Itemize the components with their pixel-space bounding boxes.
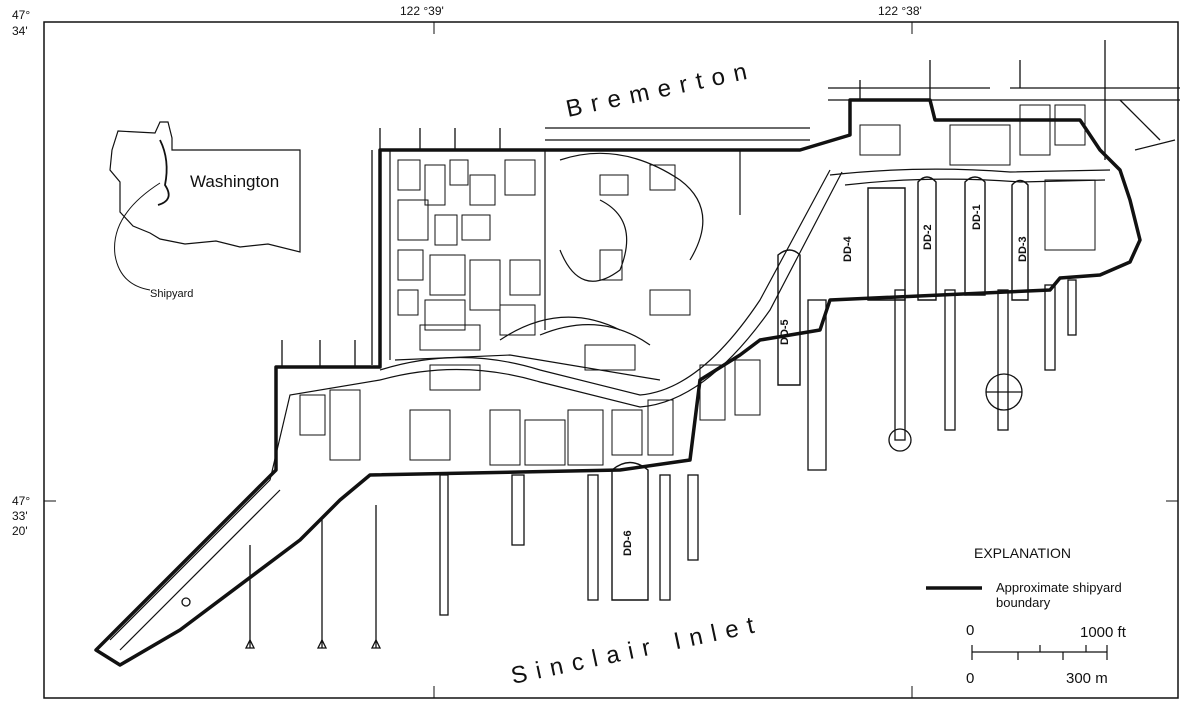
lon-left-label: 122 °39': [400, 4, 444, 18]
lat-top-deg: 47°: [12, 8, 30, 22]
yard-roads: [109, 150, 1111, 651]
place-bremerton: Bremerton: [564, 56, 758, 123]
legend: EXPLANATION Approximate shipyard boundar…: [926, 545, 1122, 610]
inset-state-label: Washington: [190, 172, 279, 191]
legend-item-line2: boundary: [996, 595, 1051, 610]
drydock-label-dd1: DD-1: [971, 204, 983, 230]
inset-shipyard-label: Shipyard: [150, 288, 193, 300]
drydock-label-dd6: DD-6: [622, 530, 634, 556]
piers: [181, 279, 1077, 649]
scale-bar: 0 1000 ft 0 300 m: [966, 622, 1127, 687]
scale-m-value: 300 m: [1066, 670, 1108, 687]
lon-right-label: 122 °38': [878, 4, 922, 18]
legend-title: EXPLANATION: [974, 545, 1071, 561]
place-sinclair-inlet: Sinclair Inlet: [509, 610, 766, 690]
drydock-label-dd3: DD-3: [1017, 236, 1029, 262]
lat-mid-deg: 47°: [12, 494, 30, 508]
drydock-label-dd5: DD-5: [779, 319, 791, 345]
washington-inset: Washington Shipyard: [109, 121, 301, 300]
lat-mid-sec: 20': [12, 524, 28, 538]
scale-ft-value: 1000 ft: [1080, 624, 1127, 641]
drydocks-graphics: [611, 176, 1029, 601]
drydock-label-dd2: DD-2: [922, 224, 934, 250]
scale-m-zero: 0: [966, 670, 974, 687]
map-frame: [43, 21, 1179, 699]
washington-outline: [109, 121, 301, 253]
lat-top-min: 34': [12, 24, 28, 38]
buildings: [299, 104, 1096, 466]
legend-item-line1: Approximate shipyard: [996, 580, 1122, 595]
scale-ft-zero: 0: [966, 622, 974, 639]
city-streets: [281, 40, 1180, 366]
drydock-label-dd4: DD-4: [842, 235, 854, 262]
inset-leader-line: [114, 182, 161, 291]
lat-mid-min: 33': [12, 509, 28, 523]
puget-sound: [157, 139, 170, 206]
shipyard-boundary: [94, 98, 1142, 667]
graticule-ticks: [44, 22, 1178, 698]
